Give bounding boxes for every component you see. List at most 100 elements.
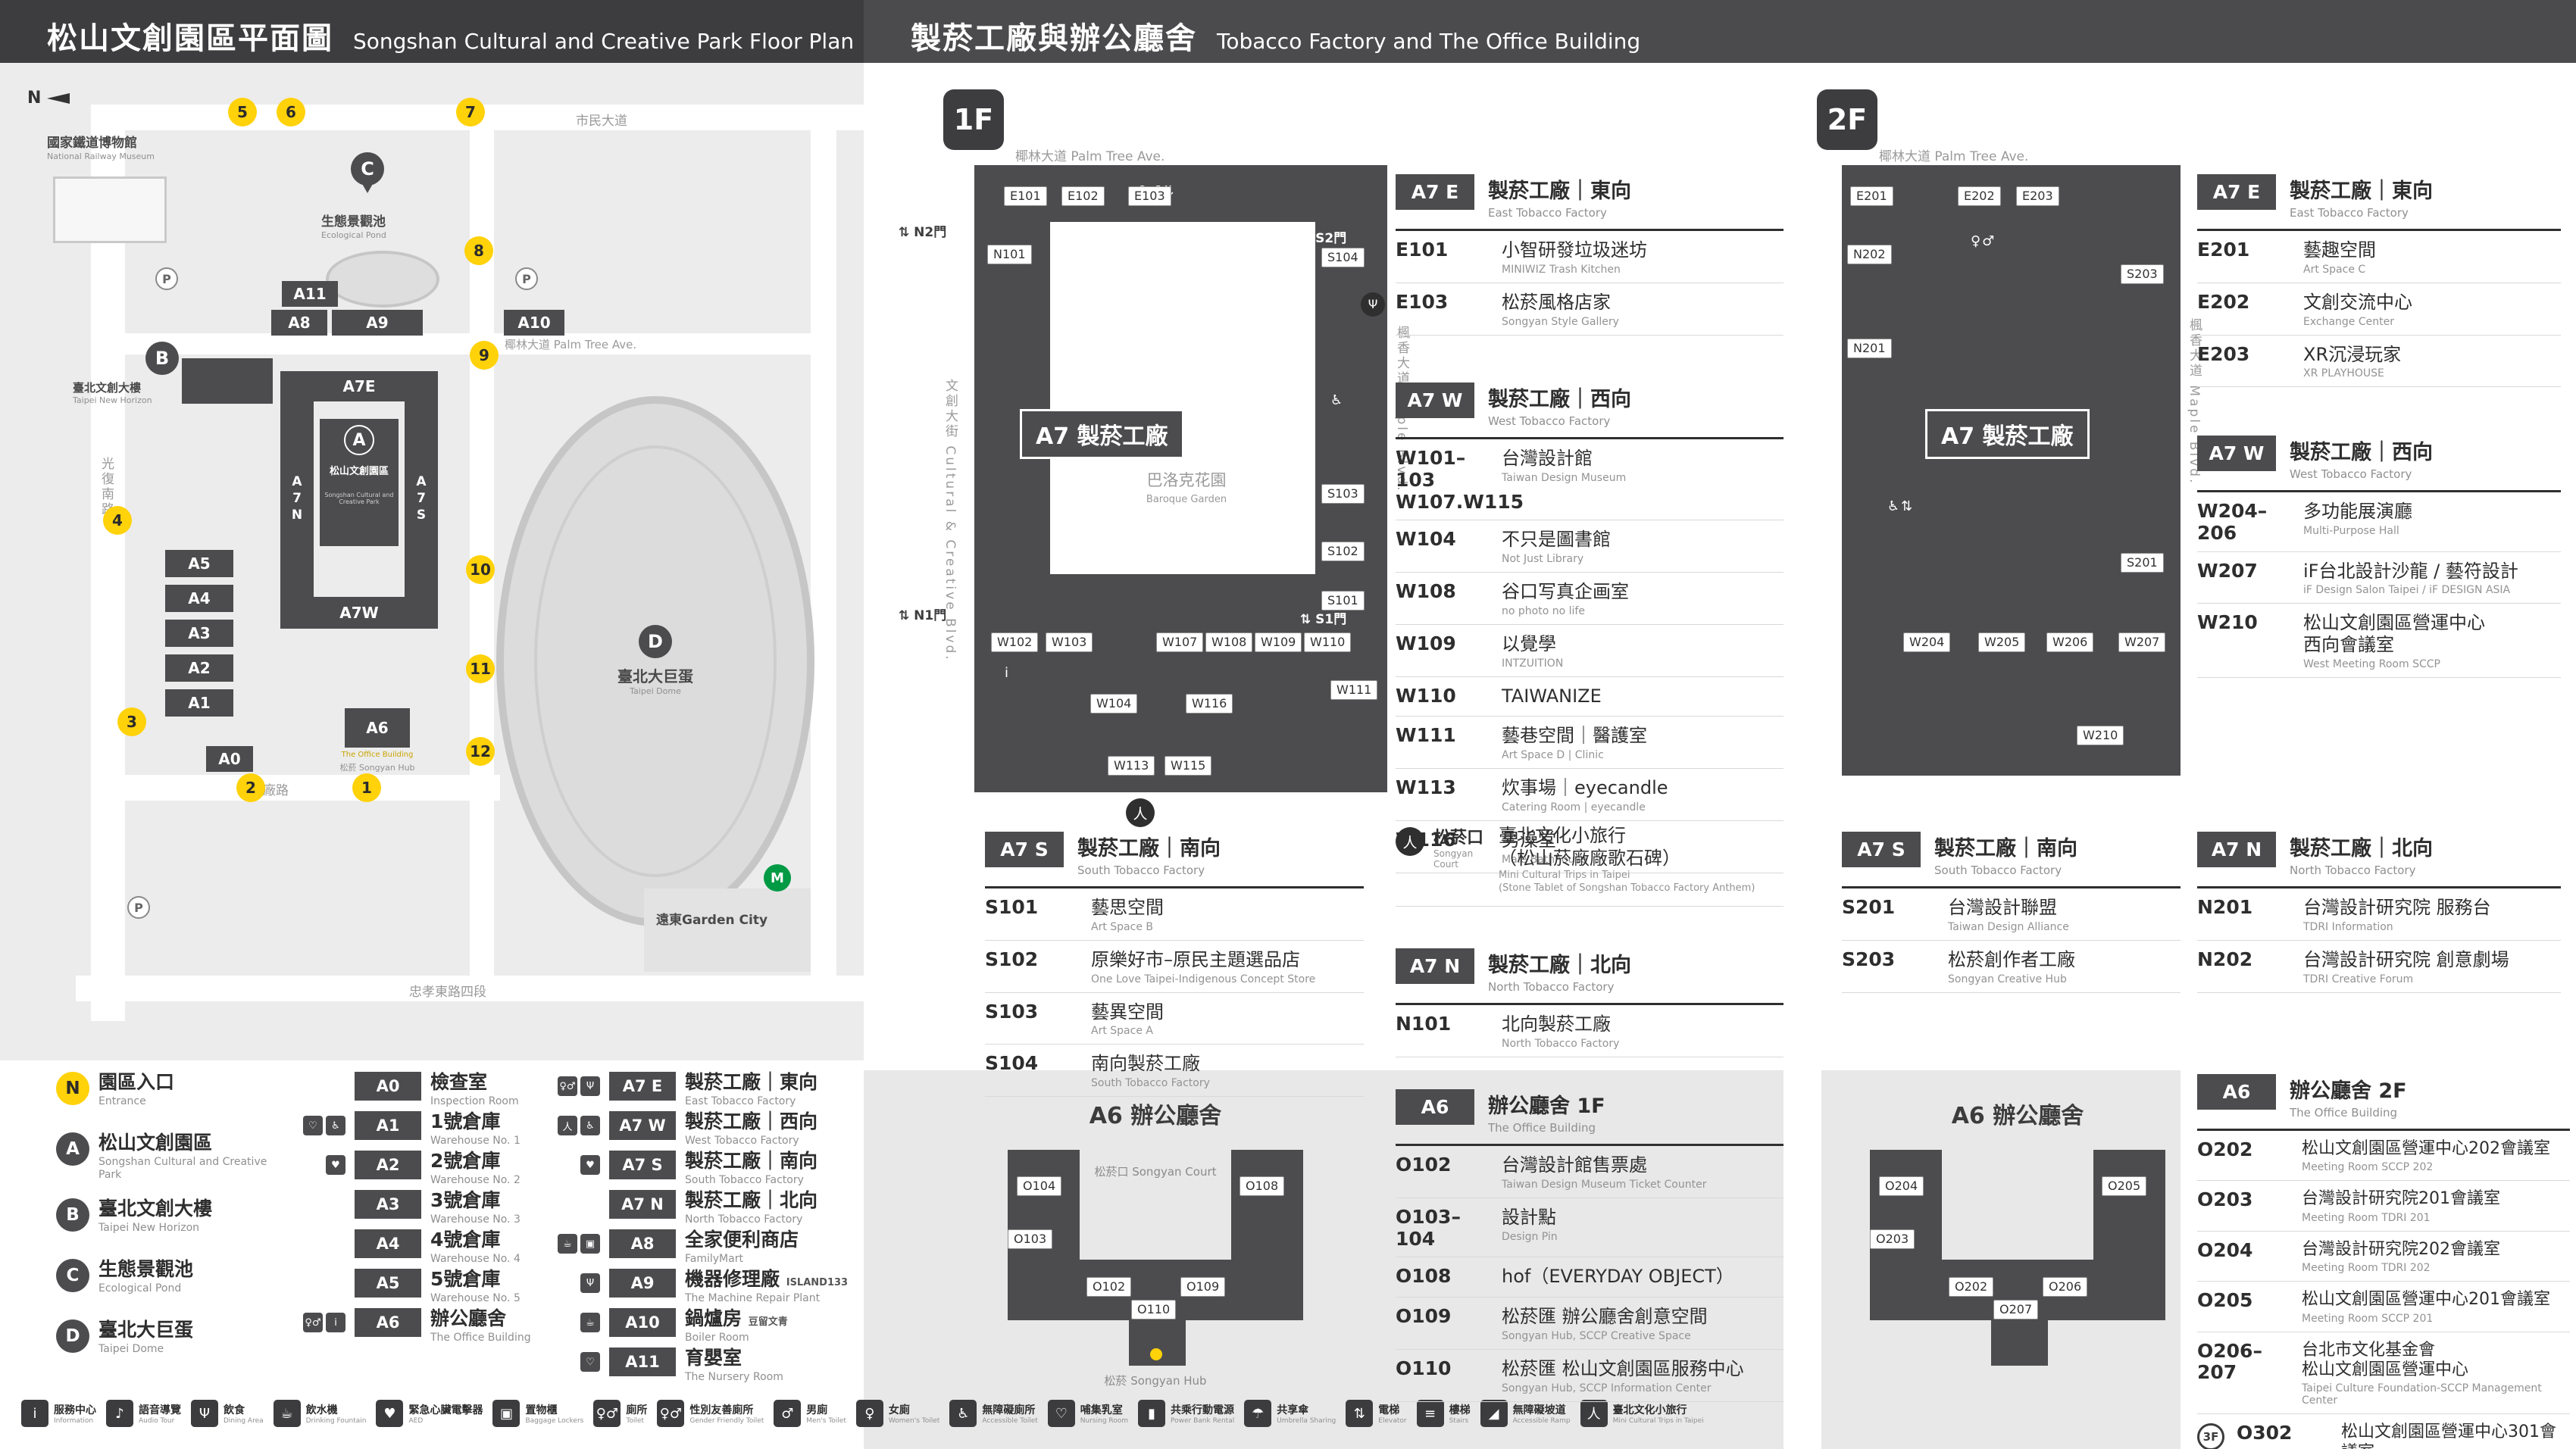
room-name-en: Meeting Room SCCP 202 [2302, 1161, 2434, 1174]
building-a8: A8 [271, 310, 327, 336]
room-name-en: TDRI Information [2303, 920, 2393, 933]
building-a6: A6 [345, 708, 410, 748]
plan-room: E202 [1958, 186, 2001, 206]
section-code: A7 N [1396, 948, 1474, 984]
plan-room: W109 [1255, 632, 1302, 652]
a7-factory-label: A7 製菸工廠 [1925, 409, 2090, 459]
room-code: S201 [1842, 896, 1896, 918]
room-code: W108 [1396, 580, 1456, 603]
entrance-12: 12 [466, 737, 495, 766]
entrance-1: 1 [352, 773, 381, 802]
taipei-dome-ring [534, 445, 777, 877]
gate-s2: S2門 [1300, 227, 1346, 246]
parking-icon: P [127, 896, 150, 919]
dining-icon: Ψ [580, 1273, 600, 1293]
room-name-en: Taiwan Design Museum [1502, 471, 1627, 484]
street-left-1f: 文創大街 Cultural & Creative Blvd. [943, 379, 958, 662]
room-name-en: no photo no life [1502, 604, 1585, 617]
room-name-zh: 松山文創園區營運中心 [2303, 612, 2485, 634]
plan-room: W111 [1330, 680, 1378, 700]
badge-a: A [344, 425, 374, 455]
a6-east-wing [2093, 1150, 2165, 1320]
left-title-en: Songshan Cultural and Creative Park Floo… [353, 29, 855, 54]
room-code: N101 [1396, 1013, 1452, 1035]
toilet-icon: ♀♂ [303, 1313, 323, 1332]
left-title-zh: 松山文創園區平面圖 [47, 21, 333, 56]
plan-room: O207 [1993, 1300, 2039, 1319]
plan-room: S101 [1321, 591, 1365, 611]
accessible-icon: ♿ [949, 1400, 977, 1427]
section-title-zh: 製菸工廠｜南向 [1934, 837, 2077, 860]
section-title-en: The Office Building [2290, 1106, 2398, 1120]
room-name-zh: 松菸風格店家 [1502, 291, 1611, 313]
building-a7n-wing: A7N [280, 401, 314, 597]
room-code: N201 [2197, 896, 2253, 918]
plan-room: W205 [1978, 632, 2026, 652]
aed-icon: ♥ [376, 1400, 404, 1427]
room-code: N202 [2197, 948, 2253, 970]
plan-room: W104 [1090, 694, 1138, 714]
walking-icon: 人 [1580, 1400, 1608, 1427]
plan-room: E102 [1061, 186, 1105, 206]
toilet-icon: ♀♂ [558, 1076, 577, 1096]
room-code: W110 [1396, 684, 1456, 707]
room-name-en: TDRI Creative Forum [2303, 973, 2414, 985]
plan-room: W113 [1108, 756, 1155, 776]
section-code: A7 W [1396, 383, 1474, 418]
building-a11: A11 [282, 281, 338, 307]
street-guangfu-rd: 光復南路 [98, 457, 114, 517]
songyan-hub-label: 松菸 Songyan Hub [339, 763, 415, 773]
cafe-icon: ☕ [558, 1234, 577, 1254]
compass-north: N [27, 89, 70, 108]
a6-plan-title: A6 辦公廳舍 [1089, 1103, 1222, 1129]
plan-room: O103 [1008, 1229, 1053, 1249]
badge-c-pond: C [351, 152, 384, 193]
toilet-icon: ♀♂ [593, 1400, 621, 1427]
room-name-zh: 松菸匯 松山文創園區服務中心 [1502, 1357, 1744, 1379]
ramp-icon: ◢ [1480, 1400, 1508, 1427]
gate-s1: S1門 [1300, 608, 1346, 627]
plan-room: W116 [1186, 694, 1233, 714]
room-name-en: XR PLAYHOUSE [2303, 367, 2384, 380]
floor-badge-2f: 2F [1817, 89, 1877, 150]
room-name-zh: 台灣設計研究院202會議室 [2302, 1239, 2500, 1259]
entrance-6: 6 [277, 98, 305, 126]
gate-n2: N2門 [899, 221, 946, 240]
room-code: E202 [2197, 290, 2250, 313]
parking-icon: P [515, 267, 538, 290]
a6-stub [1991, 1320, 2048, 1366]
room-name-zh: 設計點 [1502, 1206, 1556, 1228]
section-title-en: East Tobacco Factory [1488, 206, 1607, 220]
accessible-icon: ♿ [1330, 392, 1345, 408]
room-name-zh: 台灣設計聯盟 [1948, 897, 2057, 918]
room-name-en: iF Design Salon Taipei / iF DESIGN ASIA [2303, 584, 2511, 597]
a6-plan-title: A6 辦公廳舍 [1951, 1103, 2084, 1129]
court-en1: Mini Cultural Trips in Taipei [1499, 870, 1630, 881]
plan-room: W115 [1165, 756, 1212, 776]
room-code: E203 [2197, 342, 2250, 365]
cafe-icon: ☕ [580, 1313, 600, 1332]
park-label-en: Songshan Cultural and Creative Park [324, 492, 394, 505]
room-code: S104 [985, 1052, 1039, 1075]
section-title-en: South Tobacco Factory [1077, 863, 1205, 877]
building-a7s-wing: A7S [405, 401, 438, 597]
area-b-badge: B [56, 1198, 89, 1232]
room-name-zh: 松山文創園區營運中心301會議室 [2341, 1422, 2556, 1449]
room-code: W111 [1396, 724, 1456, 747]
